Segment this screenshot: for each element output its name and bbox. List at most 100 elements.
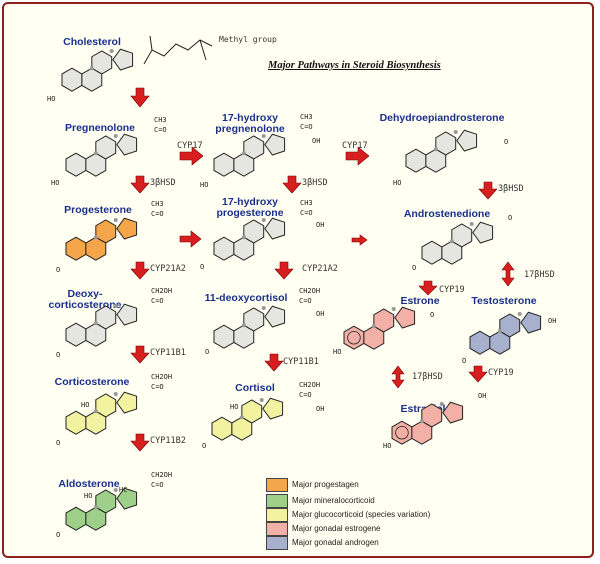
methyl-dot: [259, 398, 264, 402]
ring-d: [116, 133, 138, 156]
ring-a: [343, 325, 365, 350]
methyl-dot: [453, 130, 458, 134]
ring-c: [91, 50, 113, 75]
ring-c: [435, 131, 457, 156]
enzyme-17bhsd-1: 17βHSD: [524, 270, 555, 280]
group-o-testosterone: O: [462, 357, 467, 365]
molecule-deoxycorticosterone: [65, 303, 138, 347]
molecule-pregnenolone: [65, 133, 138, 177]
ring-c: [451, 223, 473, 248]
arrow-testosterone-estradiol: [468, 365, 488, 383]
ring-c: [373, 308, 395, 333]
group-ch2oh-11deoxycortisol: CH2OH: [299, 287, 321, 295]
group-co-17ohprog: C=O: [300, 209, 313, 217]
ring-d: [116, 391, 138, 414]
group-oh-cortisol: OH: [316, 405, 325, 413]
methyl-dot: [261, 134, 266, 138]
group-o-cortisol: O: [202, 442, 207, 450]
ring-c: [499, 313, 521, 338]
ring-a: [65, 506, 87, 531]
ring-c: [95, 219, 117, 244]
label-11-deoxycortisol: 11-deoxycortisol: [204, 292, 288, 304]
legend-swatch-mineralocorticoid: [266, 494, 288, 508]
methyl-dot: [241, 323, 246, 328]
ring-a: [421, 240, 443, 265]
legend-swatch-androgen: [266, 536, 288, 550]
ring-a: [65, 322, 87, 347]
molecule-corticosterone: [65, 391, 138, 435]
arrow-estrone-estradiol: [391, 365, 405, 389]
ring-d: [116, 303, 138, 326]
label-aldosterone: Aldosterone: [58, 478, 120, 490]
group-oh-testosterone: OH: [548, 317, 557, 325]
methyl-dot: [439, 402, 444, 406]
methyl-dot: [113, 304, 118, 308]
label-dhea: Dehydroepiandrosterone: [379, 112, 505, 124]
molecule-progesterone: [65, 217, 138, 261]
label-cholesterol: Cholesterol: [63, 36, 121, 48]
group-co-11deoxycortisol: C=O: [299, 297, 312, 305]
ring-c: [95, 135, 117, 160]
ring-c: [243, 135, 265, 160]
methyl-dot: [419, 419, 424, 424]
legend-swatch-progestagen: [266, 478, 288, 492]
ring-a: [469, 330, 491, 355]
group-ch2oh-corticosterone: CH2OH: [151, 373, 173, 381]
ring-c: [95, 489, 117, 514]
group-ho-estradiol: HO: [383, 442, 392, 450]
methyl-dot: [261, 218, 266, 222]
group-co-doc: C=O: [151, 297, 164, 305]
arrow-17ohprog-11deoxycortisol: [274, 261, 294, 280]
methyl-dot: [93, 409, 98, 414]
methyl-dot: [517, 312, 522, 316]
methyl-dot: [113, 488, 118, 492]
methyl-dot: [109, 49, 114, 53]
group-ho-estrone: HO: [333, 348, 342, 356]
enzyme-cyp19-2: CYP19: [488, 368, 514, 378]
enzyme-3bhsd-1: 3βHSD: [150, 178, 176, 188]
arrow-pregnenolone-progesterone: [130, 175, 150, 194]
arrow-cholesterol-pregnenolone: [130, 87, 150, 108]
group-ho-cortisol: HO: [230, 403, 239, 411]
label-deoxycorticosterone: Deoxy- corticosterone: [48, 288, 122, 311]
group-ch2oh-aldosterone: CH2OH: [151, 471, 173, 479]
methyl-dot: [113, 392, 118, 396]
group-ho-cholesterol: HO: [47, 95, 56, 103]
diagram-frame: [2, 2, 594, 558]
ring-d: [116, 217, 138, 240]
label-17-hydroxypregnenolone: 17-hydroxy pregnenolone: [215, 112, 285, 135]
methyl-group-label: Methyl group: [219, 35, 277, 44]
label-cortisol: Cortisol: [235, 382, 275, 394]
ring-d: [264, 133, 286, 156]
molecule-androstenedione: [421, 221, 494, 265]
enzyme-cyp11b1-1: CYP11B1: [150, 348, 186, 358]
group-co-aldosterone: C=O: [151, 481, 164, 489]
label-testosterone: Testosterone: [471, 295, 537, 307]
methyl-dot: [241, 151, 246, 156]
molecule-17-hydroxypregnenolone: [213, 133, 286, 177]
methyl-dot: [113, 218, 118, 222]
ring-a: [211, 416, 233, 441]
ring-a: [213, 324, 235, 349]
arrow-corticosterone-aldosterone: [130, 433, 150, 452]
enzyme-3bhsd-2: 3βHSD: [302, 178, 328, 188]
arrow-17ohpreg-17ohprog: [282, 175, 302, 194]
ring-d: [442, 401, 464, 424]
enzyme-cyp19-1: CYP19: [439, 285, 465, 295]
group-o-doc: O: [56, 351, 61, 359]
label-progesterone: Progesterone: [64, 204, 132, 216]
legend-label-estrogen: Major gonadal estrogene: [292, 524, 381, 533]
enzyme-cyp11b1-2: CYP11B1: [283, 357, 319, 367]
ring-d: [116, 487, 138, 510]
ring-a: [213, 236, 235, 261]
group-co-17ohpreg: C=O: [300, 123, 313, 131]
ring-d: [520, 311, 542, 334]
ring-d: [394, 306, 416, 329]
ring-d: [264, 217, 286, 240]
molecule-cortisol: [211, 397, 284, 441]
legend-label-mineralocorticoid: Major mineralocorticoid: [292, 496, 375, 505]
enzyme-cyp11b2: CYP11B2: [150, 436, 186, 446]
ring-c: [243, 219, 265, 244]
legend-swatch-glucocorticoid: [266, 508, 288, 522]
arrow-androstenedione-estrone: [418, 280, 438, 296]
